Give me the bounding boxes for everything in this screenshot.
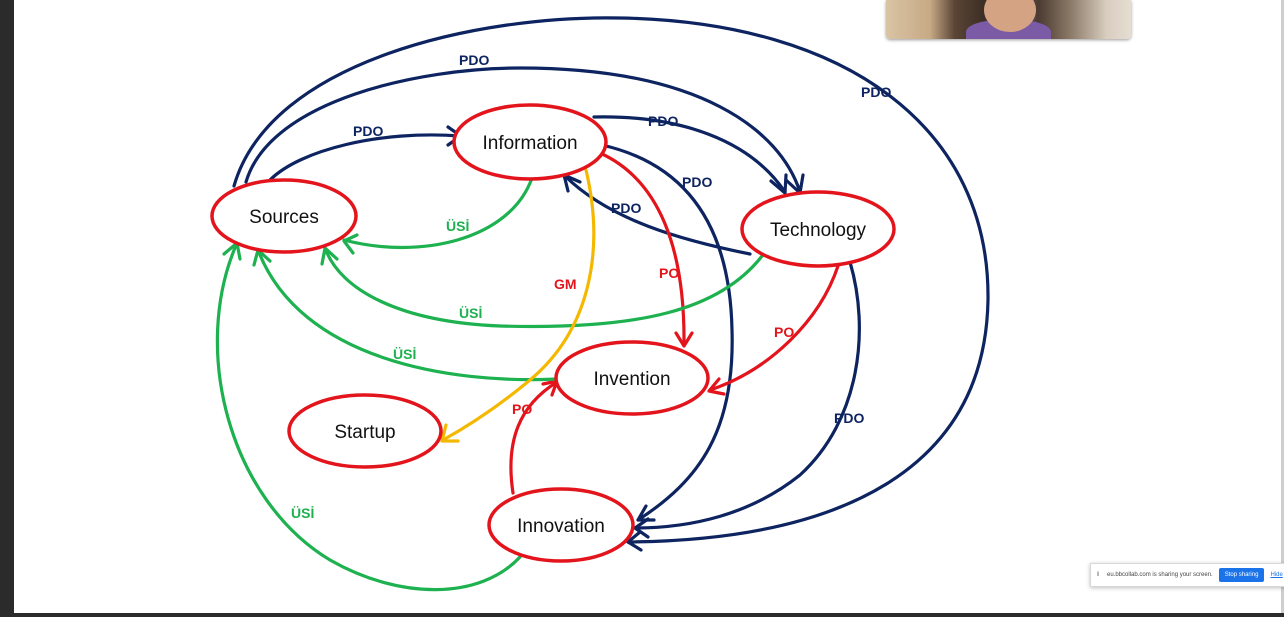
node-technology: [740, 190, 896, 268]
node-sources: [210, 178, 358, 254]
node-information-label: Information: [482, 133, 577, 154]
node-innovation-label: Innovation: [517, 516, 605, 537]
node-invention: [554, 340, 710, 416]
node-innovation: [487, 487, 635, 563]
sharing-message: eu.bbcollab.com is sharing your screen.: [1107, 572, 1213, 578]
label-po-innovation-invention: PO: [512, 401, 532, 417]
label-pdo-information-technology: PDO: [648, 113, 678, 129]
edge-information-technology: [592, 115, 787, 194]
label-pdo-outer-right: PDO: [861, 84, 891, 100]
node-invention-label: Invention: [593, 369, 670, 390]
label-pdo-outer-top: PDO: [459, 52, 489, 68]
edge-innovation-sources: [215, 241, 522, 592]
edge-information-sources: [342, 176, 534, 250]
hide-link[interactable]: Hide: [1270, 572, 1283, 578]
edge-innovation-invention: [509, 380, 559, 495]
label-usi-technology-sources: ÜSİ: [459, 305, 482, 321]
usi-edges: [215, 176, 764, 592]
edge-technology-sources: [323, 246, 764, 329]
label-pdo-sources-information: PDO: [353, 123, 383, 139]
stop-sharing-button[interactable]: Stop sharing: [1218, 568, 1265, 582]
webcam-video-feed[interactable]: [886, 0, 1131, 39]
edge-information-invention: [598, 151, 686, 347]
node-information: [452, 103, 608, 181]
right-window-edge: [1281, 0, 1284, 617]
edge-technology-innovation: [633, 260, 861, 530]
edge-invention-sources: [256, 248, 559, 382]
edge-technology-information: [563, 174, 752, 256]
label-usi-invention-sources: ÜSİ: [393, 346, 416, 362]
label-po-technology-invention: PO: [774, 324, 794, 340]
label-usi-innovation-sources: ÜSİ: [291, 505, 314, 521]
label-usi-information-sources: ÜSİ: [446, 218, 469, 234]
screen-sharing-bar: ‖ eu.bbcollab.com is sharing your screen…: [1090, 563, 1284, 587]
bottom-window-edge: [0, 613, 1284, 617]
left-window-edge: [0, 0, 14, 617]
edge-sources-information: [268, 133, 462, 182]
node-technology-label: Technology: [770, 220, 867, 241]
label-gm-information-startup: GM: [554, 276, 577, 292]
po-edges: [509, 151, 840, 495]
edge-technology-invention: [708, 264, 840, 392]
edge-information-startup: [441, 168, 596, 442]
info-icon: ‖: [1096, 572, 1100, 578]
edge-sources-technology-outer: [244, 66, 802, 194]
edge-sources-innovation-outer: [232, 16, 990, 544]
gm-edges: [440, 168, 596, 443]
node-startup: [287, 393, 443, 469]
pdo-edges: [232, 16, 990, 552]
label-pdo-information-innovation: PDO: [682, 174, 712, 190]
node-sources-label: Sources: [249, 207, 319, 228]
node-startup-label: Startup: [334, 422, 395, 443]
label-pdo-technology-information: PDO: [611, 200, 641, 216]
edge-information-innovation: [600, 143, 734, 522]
label-po-information-invention: PO: [659, 265, 679, 281]
label-pdo-technology-innovation: PDO: [834, 410, 864, 426]
